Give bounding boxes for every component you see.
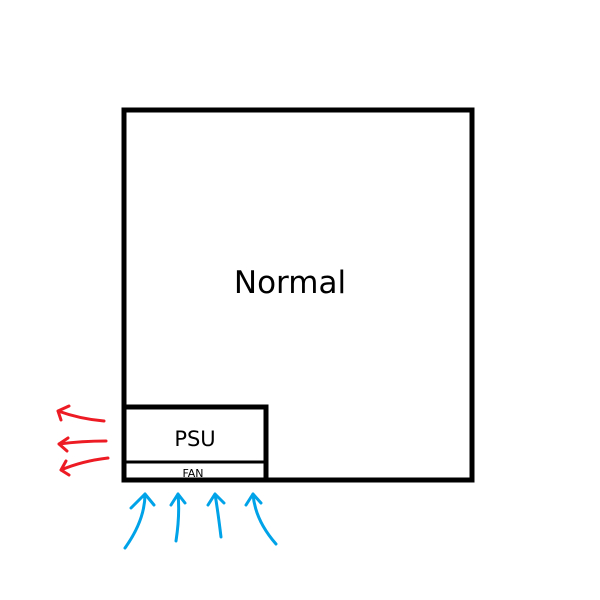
exhaust-arrow-icon (57, 436, 108, 453)
exhaust-arrows (56, 404, 110, 477)
fan-label: FAN (182, 467, 203, 480)
intake-arrow-icon (123, 492, 156, 550)
intake-arrow-icon (244, 492, 278, 546)
exhaust-arrow-icon (56, 404, 106, 423)
intake-arrow-icon (206, 492, 226, 539)
case-outline (121, 107, 475, 483)
psu-box (121, 404, 269, 483)
intake-arrow-icon (169, 492, 187, 543)
intake-arrows (123, 492, 278, 550)
exhaust-arrow-icon (59, 456, 110, 477)
psu-label: PSU (174, 427, 215, 451)
case-label: Normal (234, 265, 346, 301)
